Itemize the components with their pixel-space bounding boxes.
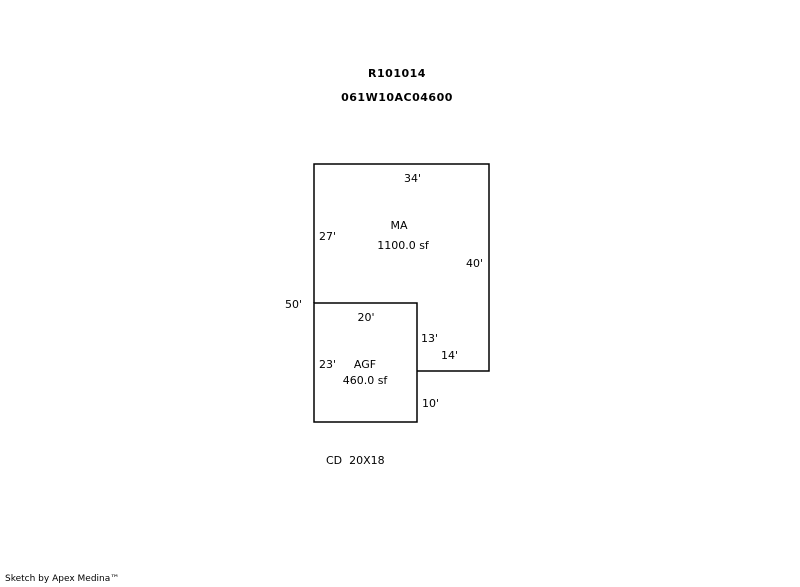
dimension-addition-top: 20' bbox=[357, 311, 375, 324]
footer-credit: Sketch by Apex Medina™ bbox=[5, 574, 120, 584]
dimension-bottom: 10' bbox=[422, 397, 440, 410]
addition-area-size: 460.0 sf bbox=[342, 374, 388, 387]
dimension-top: 34' bbox=[404, 172, 422, 185]
addition-area-outline bbox=[313, 302, 418, 423]
map-number: 061W10AC04600 bbox=[341, 91, 453, 104]
sketch-note: CD 20X18 bbox=[326, 454, 385, 467]
account-id: R101014 bbox=[368, 67, 426, 80]
dimension-main-left: 27' bbox=[319, 230, 337, 243]
main-area-outline bbox=[313, 163, 490, 372]
dimension-addition-left: 23' bbox=[319, 358, 337, 371]
dimension-middle: 13' bbox=[421, 332, 439, 345]
addition-area-code: AGF bbox=[353, 358, 377, 371]
main-area-size: 1100.0 sf bbox=[377, 239, 429, 252]
main-area-code: MA bbox=[390, 219, 408, 232]
dimension-step: 14' bbox=[441, 349, 459, 362]
dimension-right: 40' bbox=[466, 257, 484, 270]
dimension-left: 50' bbox=[285, 298, 303, 311]
